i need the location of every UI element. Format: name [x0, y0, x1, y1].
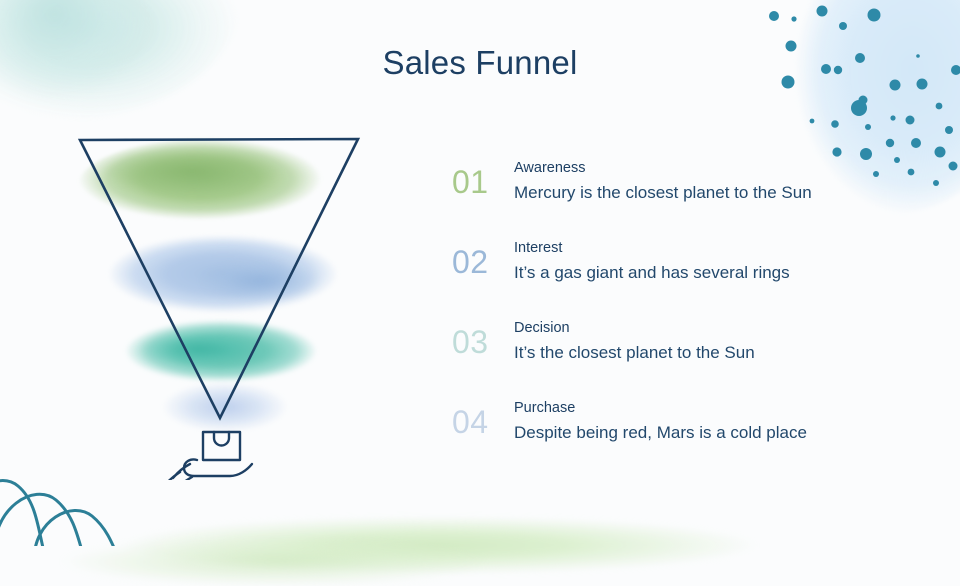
- item-number-02: 02: [452, 244, 489, 280]
- item-heading-03: Decision: [514, 320, 570, 337]
- funnel-band-interest-accent: [200, 260, 320, 302]
- funnel-triangle-outline: [77, 137, 361, 421]
- item-text-01: Awareness Mercury is the closest planet …: [514, 158, 922, 205]
- item-text-02: Interest It’s a gas giant and has severa…: [514, 238, 922, 285]
- funnel-band-decision-accent: [140, 332, 255, 366]
- hand-holding-shopping-bag-icon: [167, 430, 254, 480]
- item-number-01: 01: [452, 164, 489, 200]
- item-body-02: It’s a gas giant and has several rings: [514, 263, 790, 283]
- funnel-graphic: [40, 120, 400, 480]
- item-body-01: Mercury is the closest planet to the Sun: [514, 183, 812, 203]
- item-heading-04: Purchase: [514, 400, 576, 417]
- funnel-band-awareness-accent: [102, 148, 282, 194]
- top-left-watercolor-wash: [0, 0, 240, 120]
- item-heading-02: Interest: [514, 240, 563, 257]
- item-number-04: 04: [452, 404, 489, 440]
- item-body-03: It’s the closest planet to the Sun: [514, 343, 755, 363]
- list-item-decision[interactable]: 03 Decision It’s the closest planet to t…: [452, 302, 922, 382]
- bottom-green-watercolor-band: [120, 478, 880, 574]
- funnel-stage-list: 01 Awareness Mercury is the closest plan…: [452, 142, 922, 462]
- bottom-green-watercolor-band-inner: [60, 506, 490, 586]
- item-number-03: 03: [452, 324, 489, 360]
- item-text-03: Decision It’s the closest planet to the …: [514, 318, 922, 365]
- page-title: Sales Funnel: [382, 44, 578, 81]
- funnel-outline-and-icon: [77, 137, 361, 480]
- list-item-interest[interactable]: 02 Interest It’s a gas giant and has sev…: [452, 222, 922, 302]
- list-item-awareness[interactable]: 01 Awareness Mercury is the closest plan…: [452, 142, 922, 222]
- list-item-purchase[interactable]: 04 Purchase Despite being red, Mars is a…: [452, 382, 922, 462]
- top-left-watercolor-wash-inner: [0, 0, 170, 100]
- item-text-04: Purchase Despite being red, Mars is a co…: [514, 398, 922, 445]
- item-body-04: Despite being red, Mars is a cold place: [514, 423, 807, 443]
- item-heading-01: Awareness: [514, 160, 586, 177]
